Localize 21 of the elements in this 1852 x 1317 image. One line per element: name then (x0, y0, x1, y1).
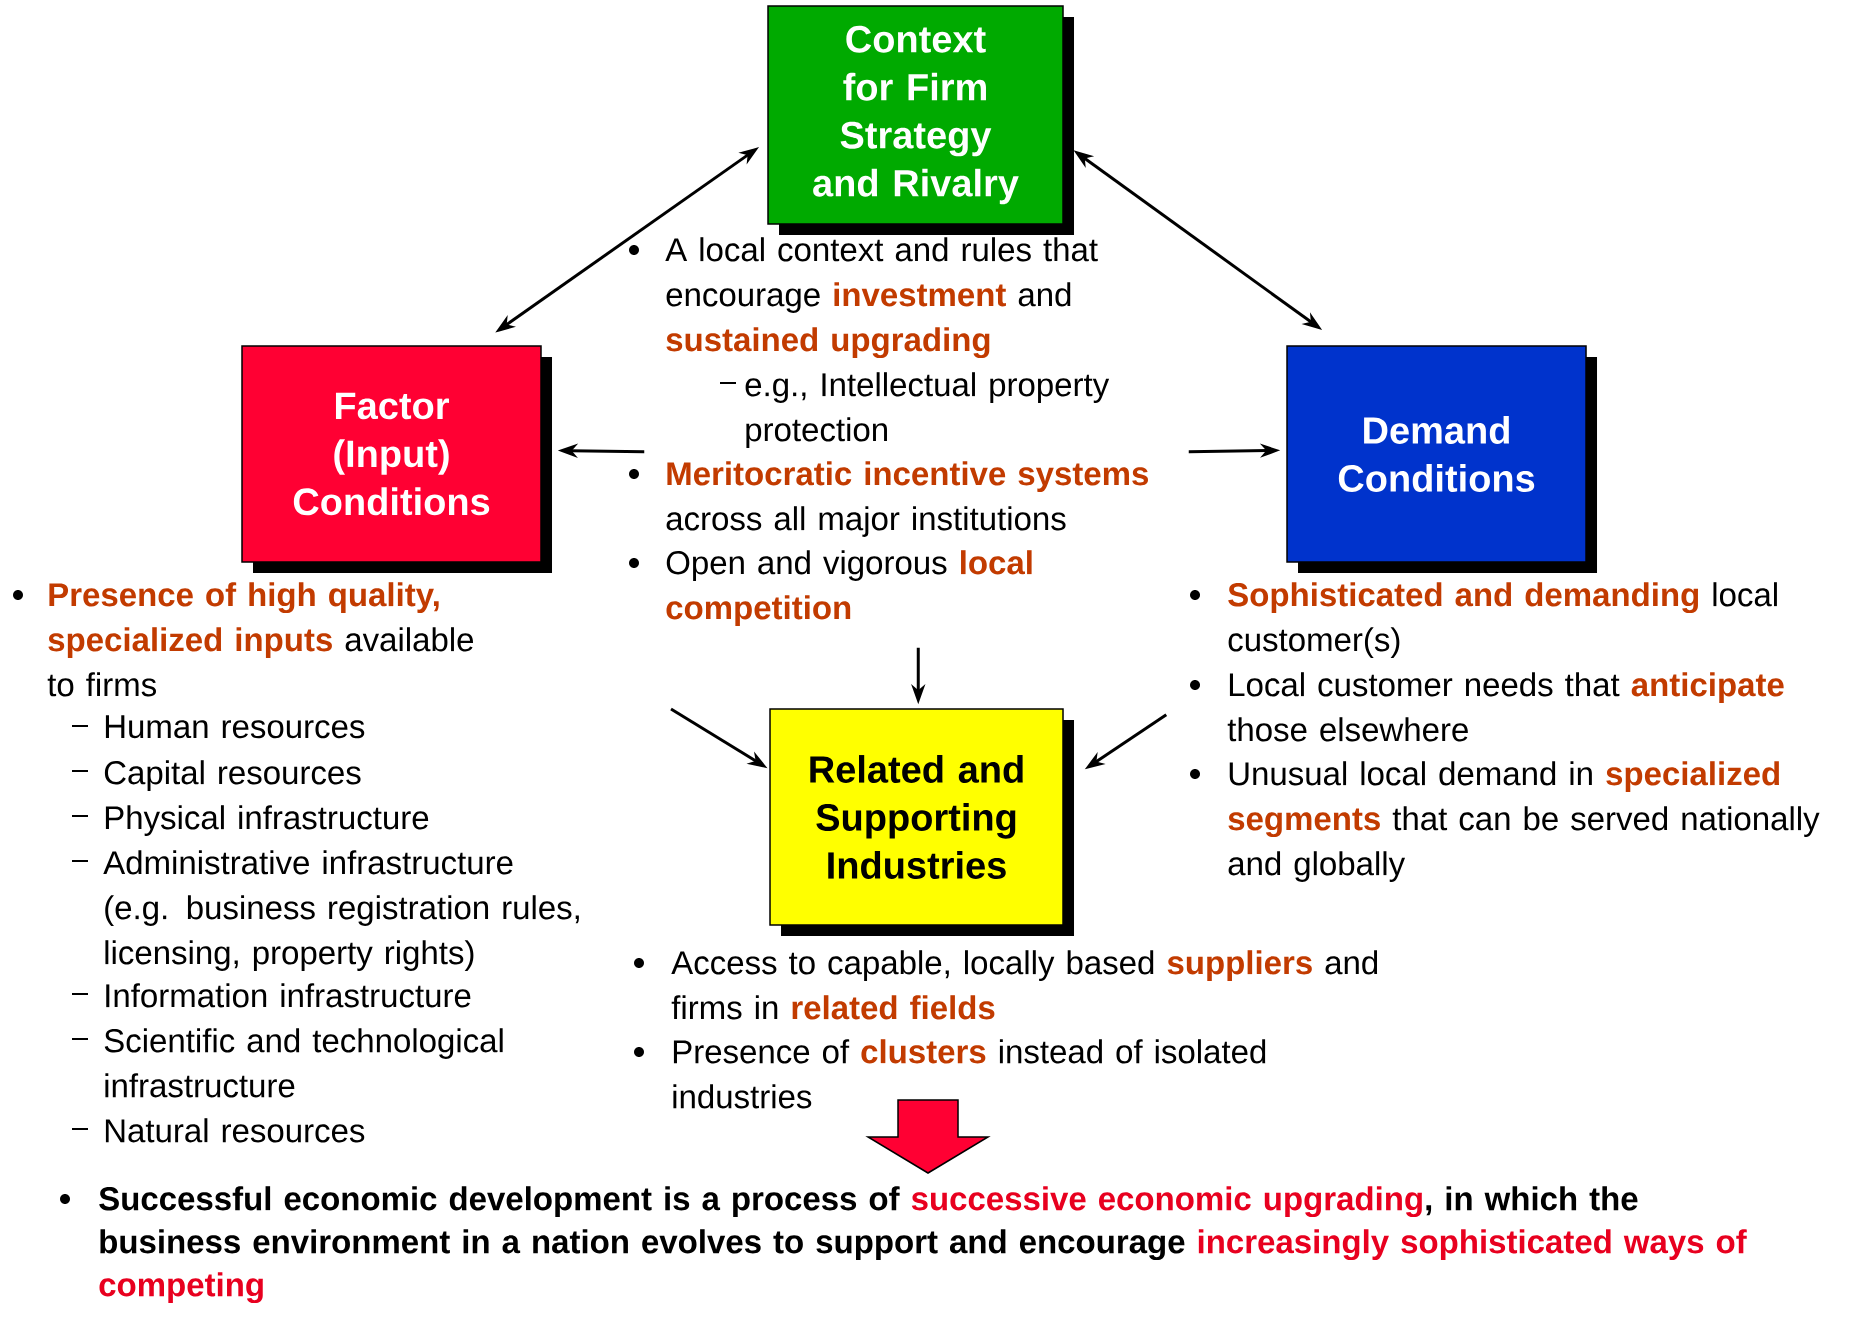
sub-item: Administrative infrastructure (e.g. business registration rules, licensing, property rights) (71, 850, 579, 971)
sub-item: Natural resources (71, 1118, 365, 1143)
demand-box: Demand Conditions (1286, 345, 1597, 573)
bullet-item: Open and vigorous local competition (629, 550, 1032, 626)
statement-text: Successful economic development is a process of successive economic upgrading, in which the business environment in a nation evolves to support and encourage increasingly sophisticated ways of competing (60, 1186, 1747, 1304)
sub-item: e.g., Intellectual property protection (719, 372, 1110, 448)
sub-item: Information infrastructure (71, 983, 471, 1008)
factor-box: Factor (Input) Conditions (241, 345, 552, 573)
bullet-item: Presence of high quality, specialized inputs available to firms (13, 582, 474, 697)
strategy-box: Context for Firm Strategy and Rivalry (767, 5, 1074, 235)
bullet-item: Unusual local demand in specialized segments that can be served nationally and globally (1190, 761, 1820, 882)
sub-item: Scientific and technological infrastructure (71, 1028, 503, 1098)
sub-item: Capital resources (71, 760, 361, 791)
bullet-item: Sophisticated and demanding local customer(s) (1190, 582, 1777, 658)
industries-box: Related and Supporting Industries (769, 708, 1074, 936)
sub-item: Physical infrastructure (71, 805, 429, 836)
bullet-item: Meritocratic incentive systems across all major institutions (629, 461, 1148, 537)
bullet-item: Presence of clusters instead of isolated industries (634, 1039, 1266, 1109)
bullet-item: Local customer needs that anticipate those elsewhere (1190, 672, 1784, 742)
sub-item: Human resources (71, 715, 365, 739)
bullet-item: A local context and rules that encourage investment and sustained upgrading (629, 237, 1098, 359)
